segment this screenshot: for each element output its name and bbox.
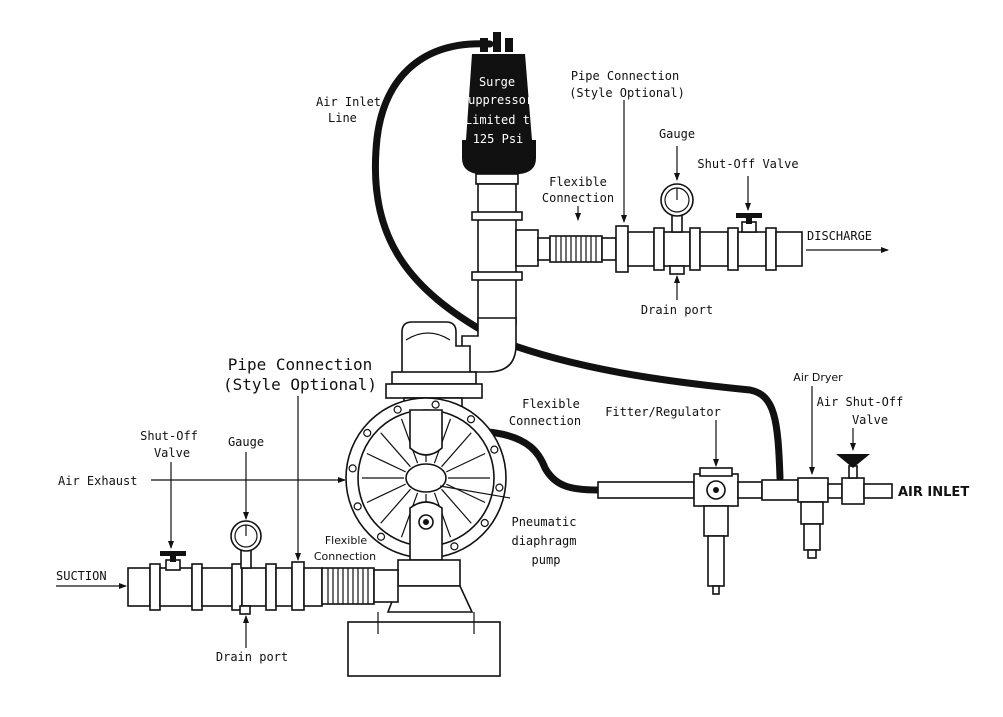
pump-casing-spoke <box>441 432 472 468</box>
suction-piping <box>127 520 399 615</box>
air-shutoff-valve-label: Air Shut-Off Valve <box>817 393 908 427</box>
air-supply-hose <box>511 342 784 482</box>
discharge-piping <box>461 183 803 373</box>
leader-lines <box>56 100 889 648</box>
flexible-connection-top-bellows <box>549 235 603 263</box>
gauge-left-label: Gauge <box>228 435 264 449</box>
shutoff-valve-left-label: Shut-Off Valve <box>140 427 202 460</box>
discharge-label: DISCHARGE <box>807 229 872 243</box>
air-dryer-label: Air Dryer <box>793 371 843 384</box>
suction-label: SUCTION <box>56 569 107 583</box>
pump-air-hose <box>484 428 602 494</box>
gauge-top-label: Gauge <box>659 127 695 141</box>
flexible-connection-top-label: Flexible Connection <box>542 173 614 205</box>
pump-casing-bolt <box>431 400 440 409</box>
pump-casing-bolt <box>348 464 357 473</box>
air-inlet-line-hose <box>371 40 494 339</box>
pump-casing-bolt <box>353 502 362 511</box>
pump-casing-spoke <box>441 488 472 524</box>
air-inlet-piping <box>597 454 893 595</box>
pump-casing-bolt <box>495 483 504 492</box>
pump-casing-spoke <box>446 483 486 504</box>
drain-port-top-label: Drain port <box>641 303 713 317</box>
pump-casing-bolt <box>393 405 402 414</box>
flexible-connection-bottom-label: Flexible Connection <box>314 531 376 563</box>
shutoff-valve-top-label: Shut-Off Valve <box>697 157 798 171</box>
pump-casing-bolt <box>363 428 372 438</box>
pneumatic-pump-label: Pneumatic diaphragm pump <box>511 513 580 567</box>
labels: Air Inlet Line Pipe Connection (Style Op… <box>56 67 969 664</box>
air-inlet-line-label: Air Inlet Line <box>316 93 385 125</box>
flexible-connection-mid-label: Flexible Connection <box>509 395 584 428</box>
pipe-connection-top-label: Pipe Connection (Style Optional) <box>569 67 685 100</box>
surge-suppressor-label: Surge Suppressor Limited to 125 Psi <box>461 73 541 146</box>
pump-casing-spoke <box>366 483 406 504</box>
pipe-connection-left-label: Pipe Connection (Style Optional) <box>223 355 377 394</box>
pneumatic-diaphragm-pump <box>345 321 507 677</box>
pump-casing-bolt <box>490 445 499 454</box>
pump-casing-spoke <box>380 432 411 468</box>
air-shutoff-valve-handle <box>836 454 870 479</box>
pump-casing-bolt <box>376 532 386 541</box>
shutoff-valve-top-handle <box>736 213 762 233</box>
pump-casing-bolt <box>480 518 489 528</box>
fitter-regulator-label: Fitter/Regulator <box>605 405 721 419</box>
surge-suppressor: Surge Suppressor Limited to 125 Psi <box>461 32 541 185</box>
pump-casing-bolt <box>466 415 476 424</box>
gauge-left-dial <box>230 520 262 569</box>
flexible-connection-bottom-bellows <box>321 567 375 605</box>
pump-casing-spoke <box>366 452 406 473</box>
gauge-top-dial <box>660 183 694 233</box>
pump-casing-bolt <box>450 542 459 551</box>
air-exhaust-label: Air Exhaust <box>58 474 137 488</box>
shutoff-valve-left-handle <box>160 551 186 571</box>
drain-port-bottom-label: Drain port <box>216 650 288 664</box>
pump-casing-spoke <box>446 452 486 473</box>
pump-casing-spoke <box>380 488 411 524</box>
air-inlet-label: AIR INLET <box>898 485 969 500</box>
